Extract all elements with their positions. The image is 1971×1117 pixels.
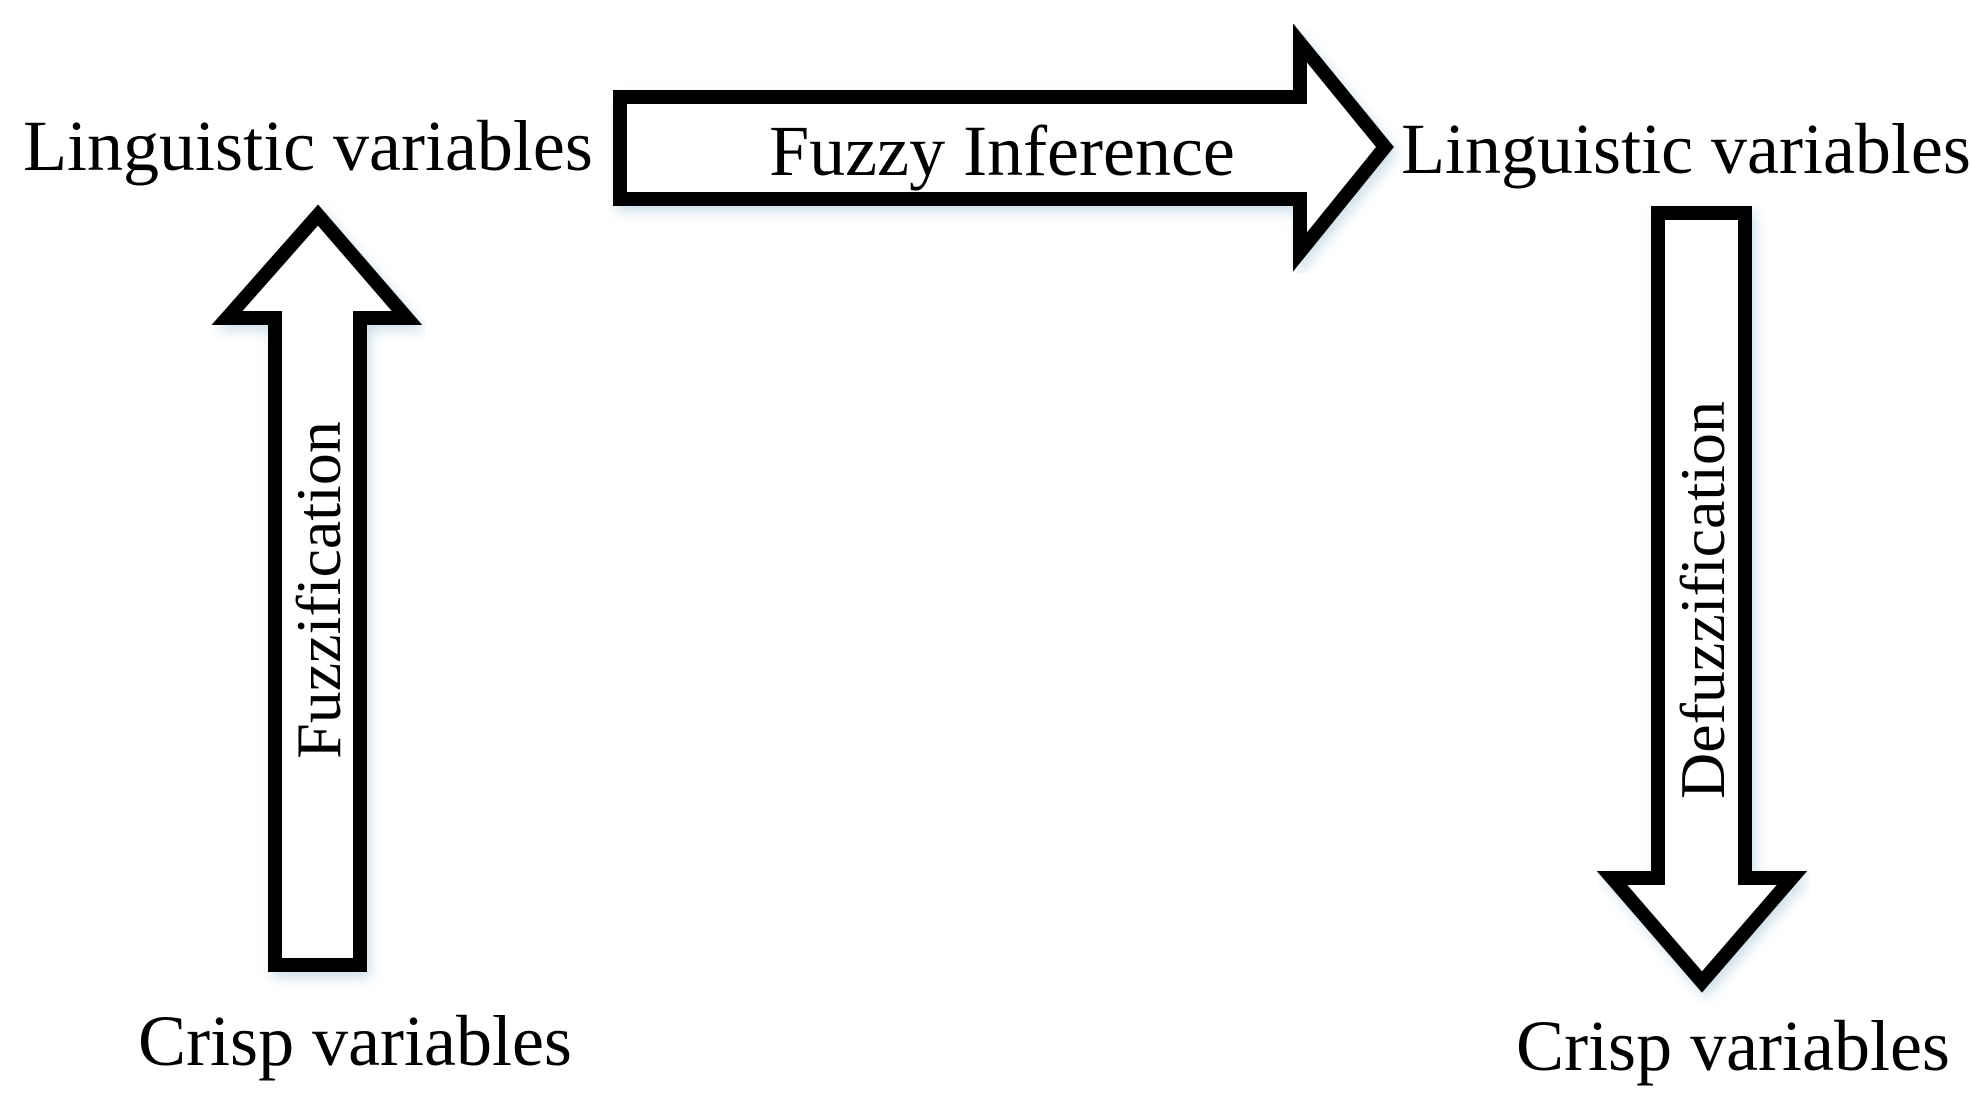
defuzzification-label: Defuzzification: [1667, 401, 1738, 799]
output-crisp-variables: Crisp variables: [1516, 1006, 1950, 1086]
fuzzification-label: Fuzzification: [283, 421, 354, 759]
input-linguistic-variables: Linguistic variables: [23, 106, 593, 186]
input-crisp-variables: Crisp variables: [138, 1001, 572, 1081]
fuzzy-inference-label: Fuzzy Inference: [769, 111, 1235, 191]
output-linguistic-variables: Linguistic variables: [1401, 109, 1971, 189]
defuzzification-arrow-shape: [1596, 206, 1808, 993]
fuzzification-arrow-shape: [211, 204, 423, 972]
fuzzification-arrow: [211, 204, 423, 972]
fuzzy-inference-arrow-shape: [613, 23, 1395, 272]
defuzzification-arrow: [1596, 206, 1808, 993]
fuzzy-inference-arrow: [613, 23, 1395, 272]
